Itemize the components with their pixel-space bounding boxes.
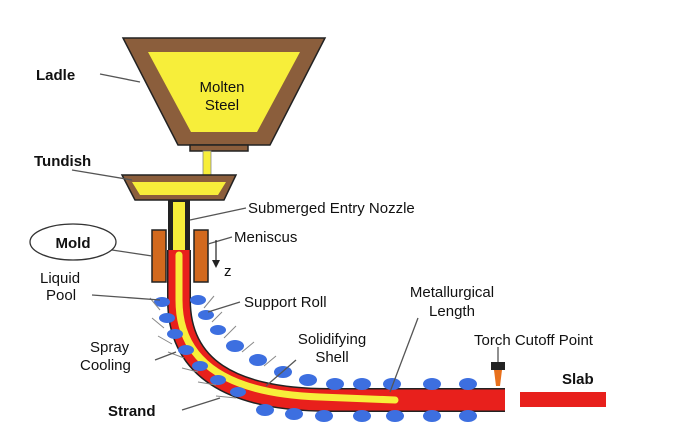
spray-cooling-leader (154, 351, 177, 361)
strand-leader (181, 397, 221, 411)
strand-label: Strand (108, 403, 156, 420)
support-rolls (154, 295, 477, 422)
slab-label: Slab (562, 371, 594, 388)
mold-leader (111, 249, 153, 257)
mold-label-oval (29, 223, 117, 261)
molten-steel-label-line1: Molten (199, 79, 244, 96)
liquid-pool-leader (91, 294, 161, 301)
solidifying-shell-label-line2: Shell (315, 349, 348, 366)
solidifying-shell-label-line1: Solidifying (298, 331, 366, 348)
meniscus-label: Meniscus (234, 229, 297, 246)
ladle-label: Ladle (36, 67, 75, 84)
spray-cooling-label-line1: Spray (90, 339, 130, 356)
spray-cooling-label-line2: Cooling (80, 357, 131, 374)
slab (520, 392, 606, 407)
metallurgical-length-label-line2: Length (429, 303, 475, 320)
metallurgical-length-label-line1: Metallurgical (410, 284, 494, 301)
tundish-vessel (120, 174, 238, 201)
support-roll-leader (207, 301, 241, 313)
support-roll-label: Support Roll (244, 294, 327, 311)
tundish-label: Tundish (34, 153, 91, 170)
molten-steel-label-line2: Steel (205, 97, 239, 114)
meniscus-leader (207, 236, 233, 245)
mold-label: Mold (56, 235, 91, 252)
ladle-vessel (121, 37, 327, 152)
liquid-pool-label-line2: Pool (46, 287, 76, 304)
z-axis-arrow (212, 240, 220, 268)
torch-cutter (491, 362, 505, 386)
liquid-pool-label-line1: Liquid (40, 270, 80, 287)
nozzle-leader (189, 207, 247, 221)
liquid-core (175, 251, 399, 404)
submerged-entry-nozzle-label: Submerged Entry Nozzle (248, 200, 415, 217)
spray-cooling-jets (149, 295, 277, 399)
torch-cutoff-point-label: Torch Cutoff Point (474, 332, 594, 349)
ladle-leader (99, 73, 141, 83)
metallurgical-length-leader (389, 317, 419, 393)
tundish-leader (71, 169, 133, 181)
z-axis-label: z (224, 263, 232, 280)
submerged-entry-nozzle (168, 200, 190, 258)
solidifying-shell-leader (265, 359, 297, 387)
